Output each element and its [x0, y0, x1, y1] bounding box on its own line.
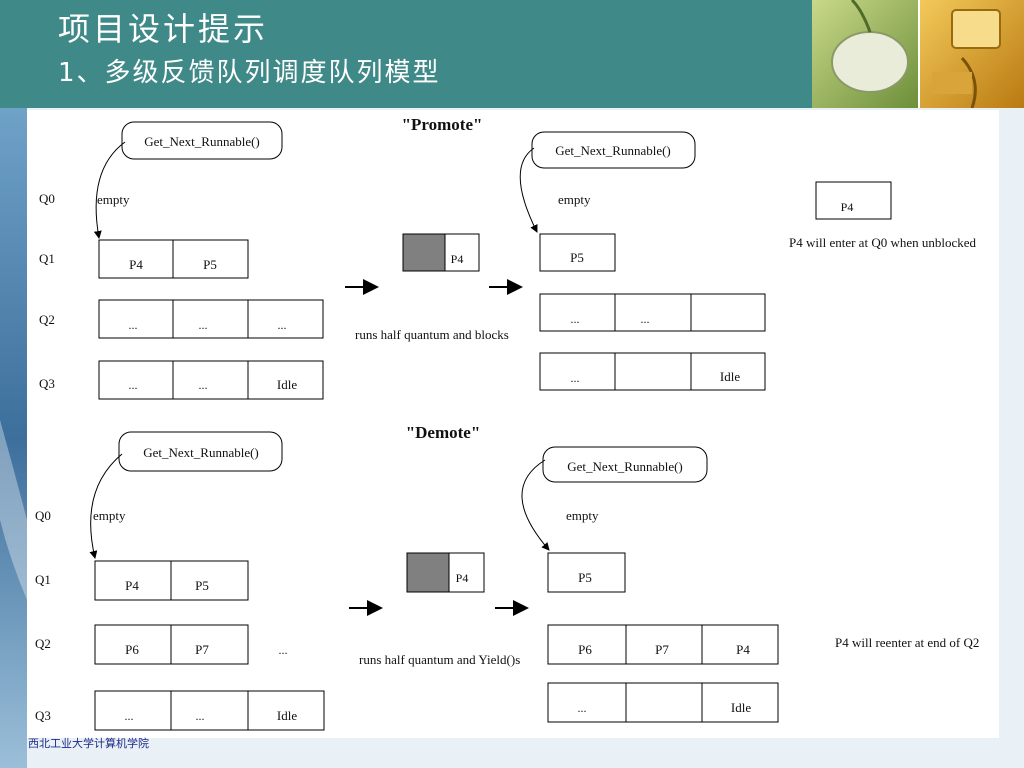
demote-after-pointer [521, 459, 550, 551]
queue-cell: P6 [578, 642, 592, 657]
demote-q0-label: Q0 [35, 508, 51, 523]
slide-footer: 西北工业大学计算机学院 [28, 737, 149, 750]
queue-cell: ... [199, 318, 208, 332]
demote-after-q0-empty: empty [566, 508, 599, 523]
slide-header: 项目设计提示 1、多级反馈队列调度队列模型 [0, 0, 812, 108]
demote-before-function-label: Get_Next_Runnable() [143, 445, 259, 460]
demote-q1-label: Q1 [35, 572, 51, 587]
queue-cell: Idle [277, 708, 297, 723]
queue-cell: Idle [731, 700, 751, 715]
queue-cell: P6 [125, 642, 139, 657]
demote-after-q1-queue: P5 [547, 552, 626, 593]
demote-heading: "Demote" [406, 423, 481, 442]
queue-cell: ... [571, 312, 580, 326]
queue-cell: ... [278, 318, 287, 332]
demote-after-q3-queue: ... Idle [547, 682, 779, 723]
promote-before-q0-empty: empty [97, 192, 130, 207]
queue-cell: ... [129, 318, 138, 332]
promote-before-q3-queue: ... ... Idle [98, 360, 324, 400]
promote-heading: "Promote" [402, 115, 483, 134]
queue-cell: ... [196, 709, 205, 723]
queue-cell: ... [571, 371, 580, 385]
demote-before-pointer [89, 453, 123, 559]
queue-cell: Idle [720, 369, 740, 384]
demote-before-q3-queue: ... ... Idle [94, 690, 325, 731]
demote-after-function-label: Get_Next_Runnable() [567, 459, 683, 474]
promote-q2-label: Q2 [39, 312, 55, 327]
queue-cell: Idle [277, 377, 297, 392]
promote-running-caption: runs half quantum and blocks [355, 327, 509, 342]
queue-cell: ... [199, 378, 208, 392]
keyboard-help-key-photo [932, 9, 1001, 108]
demote-q3-label: Q3 [35, 708, 51, 723]
queue-cell: ... [129, 378, 138, 392]
promote-blocked-note: P4 will enter at Q0 when unblocked [789, 235, 977, 250]
demote-q2-label: Q2 [35, 636, 51, 651]
running-process-label: P4 [456, 571, 469, 585]
mouse-photo [831, 0, 909, 93]
queue-cell: P5 [570, 250, 584, 265]
demote-running-process: P4 [406, 552, 485, 593]
queue-cell: P7 [655, 642, 669, 657]
promote-running-process: P4 [402, 233, 480, 272]
demote-before-q1-queue: P4 P5 [94, 560, 249, 601]
promote-after-q0-empty: empty [558, 192, 591, 207]
queue-cell: P5 [203, 257, 217, 272]
demote-after-q2-queue: P6 P7 P4 [547, 624, 779, 665]
queue-trail: ... [279, 643, 288, 657]
demote-before-q0-empty: empty [93, 508, 126, 523]
promote-before-pointer [93, 141, 126, 239]
scheduling-diagram: "Promote" Get_Next_Runnable() Q0 Q1 Q2 Q… [27, 110, 999, 738]
queue-cell: ... [125, 709, 134, 723]
slide-title: 项目设计提示 [58, 10, 269, 48]
slide-subtitle: 1、多级反馈队列调度队列模型 [58, 58, 441, 88]
queue-cell: P7 [195, 642, 209, 657]
promote-after-pointer [519, 147, 538, 233]
queue-cell: P5 [578, 570, 592, 585]
running-process-label: P4 [451, 252, 464, 266]
demote-running-caption: runs half quantum and Yield()s [359, 652, 520, 667]
queue-cell: P4 [125, 578, 139, 593]
queue-cell: P4 [736, 642, 750, 657]
promote-after-q2-queue: ... ... [539, 293, 766, 332]
queue-cell: P4 [129, 257, 143, 272]
promote-after-q1-queue: P5 [539, 233, 616, 272]
promote-q3-label: Q3 [39, 376, 55, 391]
queue-cell: ... [641, 312, 650, 326]
header-photo [812, 0, 1024, 108]
blocked-process-label: P4 [841, 200, 854, 214]
promote-q1-label: Q1 [39, 251, 55, 266]
demote-before-function-box [118, 431, 283, 472]
promote-after-q3-queue: ... Idle [539, 352, 766, 391]
queue-cell: P5 [195, 578, 209, 593]
promote-before-function-label: Get_Next_Runnable() [144, 134, 260, 149]
queue-cell: ... [578, 701, 587, 715]
promote-before-q2-queue: ... ... ... [98, 299, 324, 339]
demote-note: P4 will reenter at end of Q2 [835, 635, 979, 650]
demote-after-function-box [542, 446, 708, 483]
promote-before-function-box [121, 121, 283, 160]
demote-before-q2-queue: P6 P7 ... [94, 624, 288, 665]
promote-q0-label: Q0 [39, 191, 55, 206]
promote-before-q1-queue: P4 P5 [98, 239, 249, 279]
promote-blocked-process: P4 [815, 181, 892, 220]
promote-after-function-label: Get_Next_Runnable() [555, 143, 671, 158]
